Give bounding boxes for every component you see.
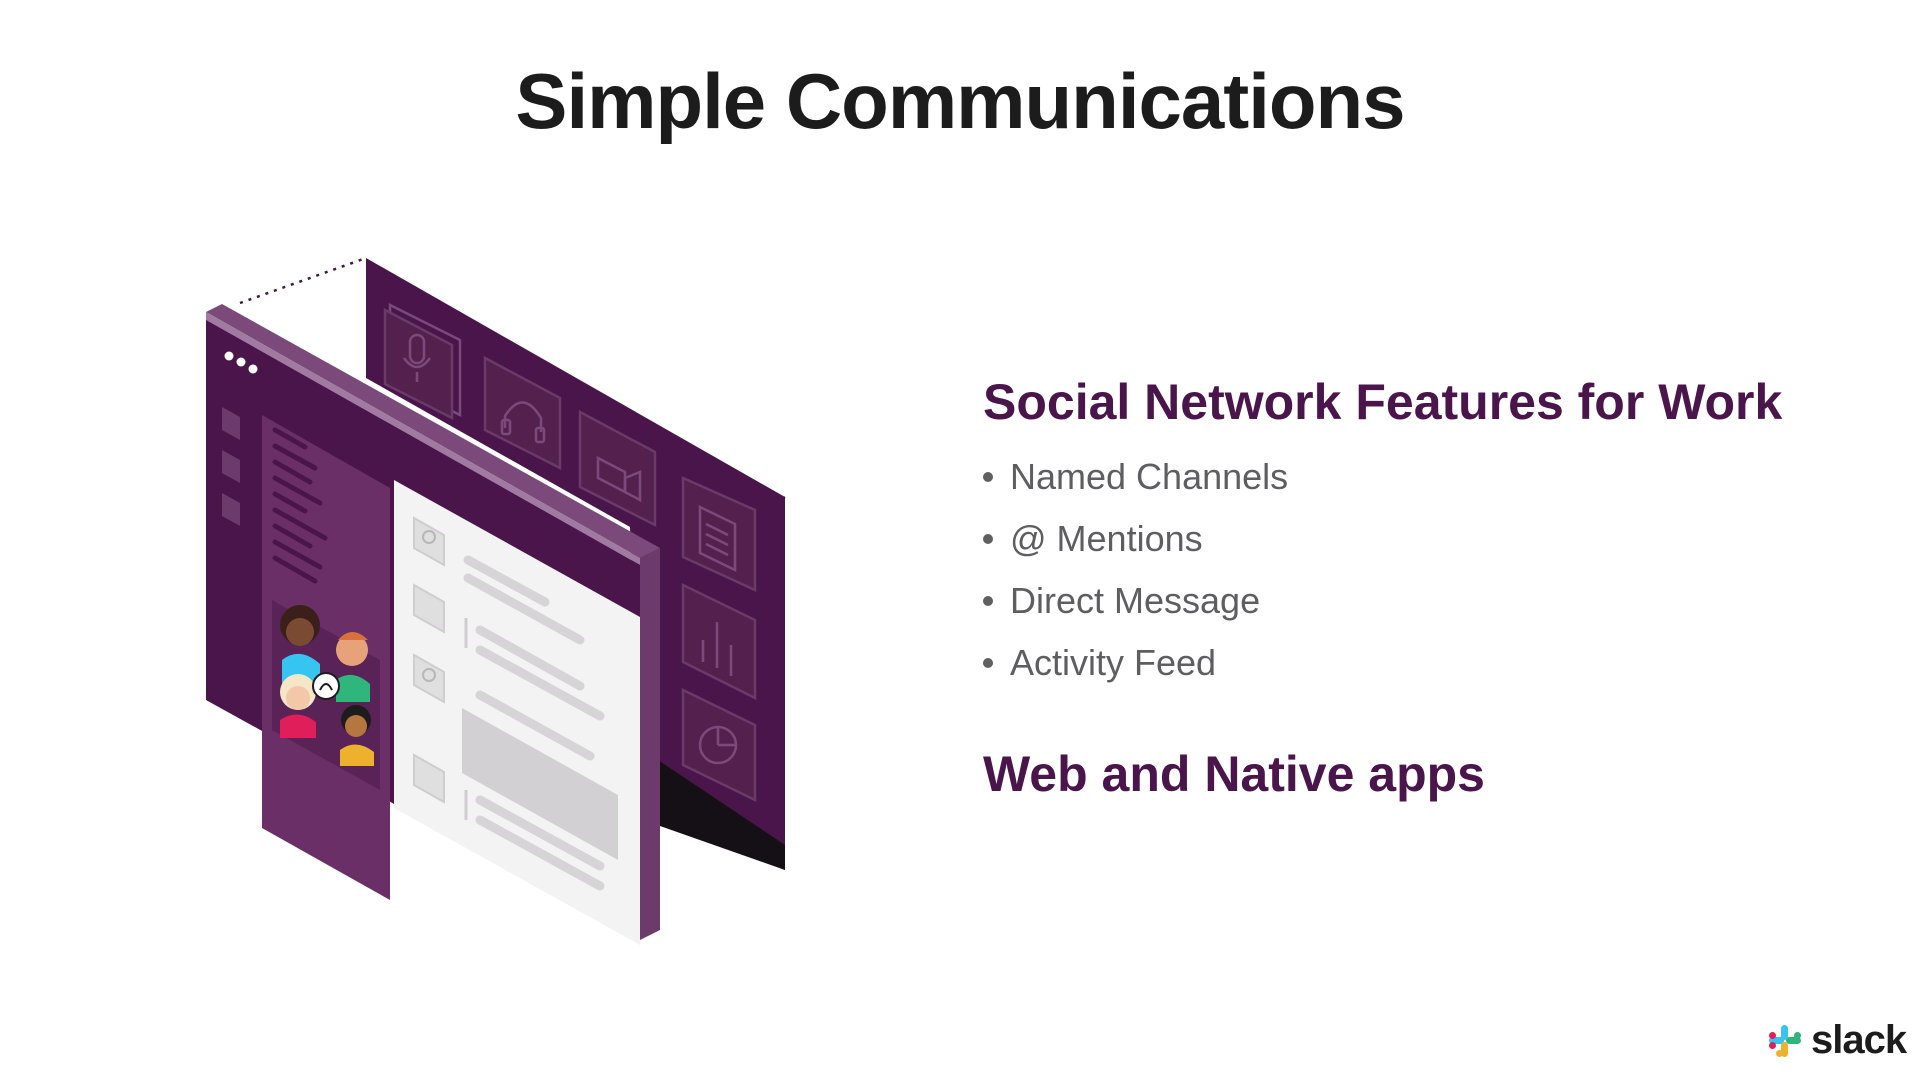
video-camera-icon bbox=[578, 409, 657, 528]
heading-web-native: Web and Native apps bbox=[983, 746, 1485, 802]
window-controls bbox=[224, 351, 258, 374]
document-icon bbox=[681, 476, 757, 592]
headphones-icon bbox=[483, 355, 562, 471]
bullet-direct-message: Direct Message bbox=[983, 570, 1883, 632]
workspace-switcher bbox=[222, 407, 240, 526]
microphone-icon bbox=[383, 302, 462, 421]
bullet-named-channels: Named Channels bbox=[983, 446, 1883, 508]
channel-list bbox=[272, 427, 328, 584]
bullet-dot bbox=[983, 472, 993, 482]
message-list bbox=[413, 516, 618, 891]
dotted-guide-top bbox=[239, 256, 367, 305]
bullet-dot bbox=[983, 658, 993, 668]
bullet-dot bbox=[983, 534, 993, 544]
pie-chart-icon bbox=[681, 688, 757, 802]
slack-hash-icon bbox=[1769, 1024, 1801, 1057]
video-call-participants bbox=[272, 600, 380, 790]
bullet-dot bbox=[983, 596, 993, 606]
back-panel bbox=[366, 258, 785, 855]
bullet-activity-feed: Activity Feed bbox=[983, 632, 1883, 694]
bar-chart-icon bbox=[681, 583, 757, 701]
bullet-mentions: @ Mentions bbox=[983, 508, 1883, 570]
slide-title: Simple Communications bbox=[515, 57, 1405, 145]
window-top-edge bbox=[206, 304, 660, 558]
feature-bullets: Named Channels @ Mentions Direct Message… bbox=[983, 446, 1883, 694]
slack-wordmark: slack bbox=[1811, 1018, 1907, 1062]
slack-logo: slack bbox=[1767, 1018, 1907, 1063]
heading-social-features: Social Network Features for Work bbox=[983, 374, 1783, 430]
feature-list-column: Social Network Features for Work Named C… bbox=[983, 372, 1883, 804]
